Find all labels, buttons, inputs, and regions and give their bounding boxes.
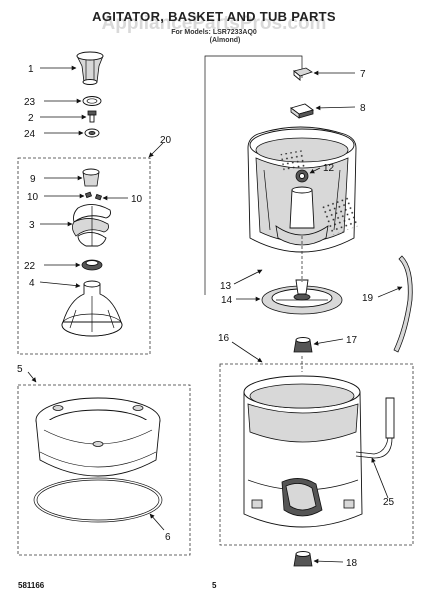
group-5-box (17, 384, 191, 556)
callout-5: 5 (17, 364, 23, 375)
callout-10-left: 10 (27, 192, 39, 203)
part-16-tub (243, 375, 363, 528)
models-subtitle: For Models: LSR7233AQ0 (171, 29, 257, 36)
watermark-text: AppliancePartsPros.com (102, 13, 327, 34)
part-23-ring (82, 96, 102, 106)
part-22-clutch (81, 259, 103, 271)
part-9-cam (82, 168, 100, 187)
part-14-hub-ring (261, 279, 343, 315)
arrow-icon (315, 105, 356, 111)
callout-17: 17 (346, 335, 358, 346)
part-5-tub-ring (35, 397, 161, 477)
arrow-icon (377, 286, 403, 298)
callout-6: 6 (165, 532, 171, 543)
arrow-icon (313, 338, 344, 346)
part-18-nut (293, 551, 313, 567)
color-subtitle: (Almond) (210, 37, 241, 44)
callout-18: 18 (346, 558, 358, 569)
connector-line (204, 55, 303, 295)
arrow-icon (313, 558, 344, 564)
arrow-icon (371, 457, 389, 499)
page-title: AGITATOR, BASKET AND TUB PARTS (92, 9, 336, 24)
part-19-strap (393, 255, 413, 353)
callout-14: 14 (221, 295, 233, 306)
part-6-spring-ring (33, 477, 163, 523)
part-17-nut (293, 337, 313, 353)
arrow-icon (309, 167, 321, 174)
callout-3: 3 (29, 220, 35, 231)
callout-23: 23 (24, 97, 36, 108)
callout-24: 24 (24, 129, 36, 140)
callout-10-right: 10 (131, 194, 143, 205)
callout-12: 12 (323, 163, 335, 174)
part-24-washer (84, 128, 100, 138)
callout-19: 19 (362, 293, 374, 304)
callout-25: 25 (383, 497, 395, 508)
part-8-hub (290, 103, 314, 119)
page-number: 5 (212, 581, 217, 590)
callout-7: 7 (360, 69, 366, 80)
part-1-agitator-cap (76, 51, 104, 85)
arrow-icon (149, 513, 165, 531)
arrow-icon (39, 281, 81, 288)
part-7-nut (293, 67, 313, 81)
arrow-icon (27, 371, 37, 383)
part-25-hose (355, 397, 395, 459)
part-12-bolt (295, 169, 309, 183)
part-2-bolt (87, 110, 97, 123)
group-20-box (17, 157, 151, 355)
callout-1: 1 (28, 64, 34, 75)
callout-13: 13 (220, 281, 232, 292)
callout-4: 4 (29, 278, 35, 289)
doc-number: 581166 (18, 581, 45, 590)
part-3-auger (72, 204, 111, 247)
callout-20: 20 (160, 135, 172, 146)
part-13-basket (247, 126, 359, 253)
part-4-agitator-base (61, 280, 123, 337)
callout-2: 2 (28, 113, 34, 124)
callout-16: 16 (218, 333, 230, 344)
arrow-icon (231, 341, 263, 363)
callout-9: 9 (30, 174, 36, 185)
callout-8: 8 (360, 103, 366, 114)
arrow-icon (148, 142, 164, 158)
group-16-box (219, 363, 414, 546)
part-10-dogs (84, 191, 103, 201)
arrow-icon (233, 269, 263, 285)
callout-22: 22 (24, 261, 36, 272)
